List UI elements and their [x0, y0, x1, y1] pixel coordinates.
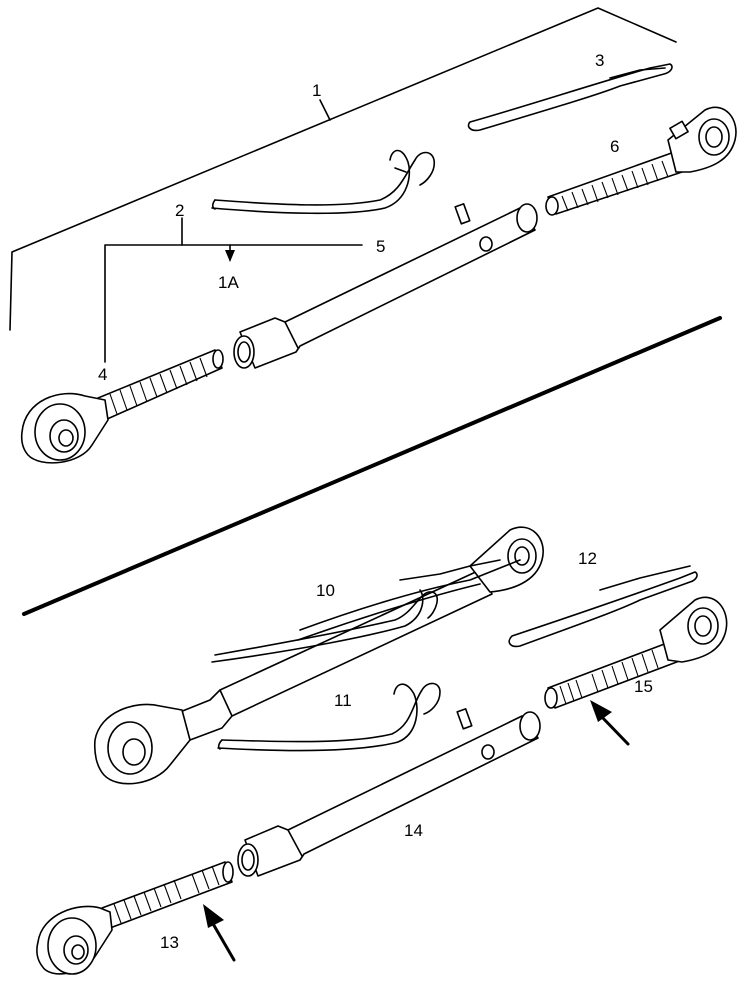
threaded-eye-rod-4	[20, 349, 224, 464]
arrow-indicator-15	[590, 700, 630, 746]
callout-15: 15	[634, 677, 653, 696]
callout-10: 10	[316, 581, 335, 600]
adjuster-tube-5	[233, 203, 538, 369]
arrow-indicator-13	[203, 904, 236, 962]
hairpin-clip-11	[217, 682, 441, 752]
assembly-bracket-2	[104, 217, 363, 363]
adjuster-tube-14	[237, 708, 541, 877]
callout-13: 13	[160, 933, 179, 952]
hairpin-clip-upper	[211, 149, 436, 215]
callout-3: 3	[595, 51, 604, 70]
arrowhead-1a	[225, 250, 235, 262]
assembly-bracket-1	[9, 7, 677, 331]
callout-4: 4	[98, 365, 107, 384]
callout-2: 2	[175, 201, 184, 220]
callout-1: 1	[312, 81, 321, 100]
threaded-eye-rod-15	[544, 596, 728, 709]
callout-12: 12	[578, 549, 597, 568]
callout-6: 6	[610, 137, 619, 156]
callout-11: 11	[334, 691, 352, 710]
callout-5: 5	[376, 237, 385, 256]
section-divider	[22, 316, 722, 616]
spring-clip-3	[467, 63, 673, 132]
threaded-eye-rod-6	[545, 106, 737, 216]
complete-assembly-10	[93, 526, 544, 785]
callout-14: 14	[404, 821, 423, 840]
callout-1a: 1A	[218, 273, 239, 292]
spring-clip-12	[508, 565, 698, 648]
threaded-eye-rod-13	[36, 861, 234, 975]
